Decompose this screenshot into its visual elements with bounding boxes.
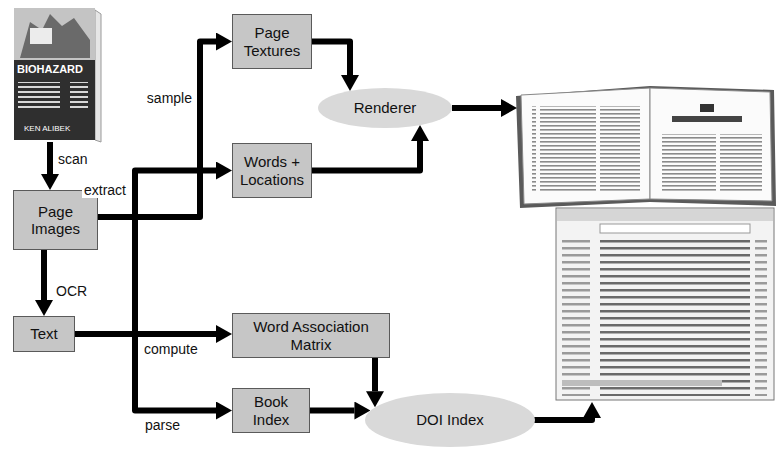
node-label: Word Association Matrix (237, 318, 385, 353)
edge-label: OCR (54, 283, 89, 299)
flow-arrow (75, 334, 216, 411)
rendered-book (516, 86, 776, 208)
index-output-arrow (528, 418, 592, 420)
edge-label: parse (143, 417, 182, 433)
book-cover (14, 8, 101, 142)
render-output-arrow (452, 105, 501, 111)
cover-photo (14, 8, 95, 60)
flow-arrow (41, 250, 47, 300)
process-ellipse: Renderer (318, 88, 452, 128)
cover-figure (20, 14, 90, 58)
flow-arrow (312, 42, 350, 75)
data-box: Words + Locations (232, 143, 312, 198)
window-toolbar (557, 209, 773, 221)
book-left-page (521, 88, 650, 204)
flow-arrow (310, 408, 354, 414)
node-label: Page Images (18, 203, 93, 238)
node-label: Book Index (237, 393, 305, 428)
window-frame (556, 208, 774, 400)
data-box: Book Index (232, 388, 310, 433)
edge-label: compute (142, 341, 200, 357)
index-screenshot (556, 208, 774, 400)
static-arrows (50, 108, 592, 420)
flow-arrow (372, 358, 378, 391)
cover-figure (30, 28, 52, 44)
node-label: Text (18, 325, 70, 342)
flow-arrow (75, 171, 216, 335)
node-label: Words + Locations (237, 153, 307, 188)
book-edge (95, 10, 101, 142)
search-field (600, 224, 750, 233)
data-box: Word Association Matrix (232, 313, 390, 358)
cover-text-lines (18, 82, 88, 110)
cover-ground (14, 8, 95, 140)
cover-author: KEN ALIBEK (24, 124, 70, 133)
step-label: scan (58, 151, 88, 167)
page-text-lines (532, 106, 640, 192)
node-label: Renderer (322, 99, 448, 116)
page-text-lines (662, 134, 762, 192)
book-right-page (650, 88, 772, 201)
process-ellipse: DOI Index (365, 393, 535, 447)
node-label: Page Textures (237, 24, 307, 59)
data-box: Page Images (13, 190, 98, 250)
scan-arrow (47, 142, 53, 174)
flow-arrow (312, 141, 420, 170)
chapter-title-mark (672, 116, 742, 122)
highlighted-entry (562, 380, 722, 386)
cover-title: BIOHAZARD (17, 63, 83, 76)
chapter-number-mark (700, 104, 714, 112)
node-label: DOI Index (369, 411, 531, 428)
ellipse-shape (318, 88, 452, 128)
edge-label: sample (145, 90, 194, 106)
book-shadow (516, 86, 776, 208)
edge-label: extract (82, 182, 128, 198)
data-box: Text (13, 316, 75, 352)
ellipse-shape (365, 393, 535, 447)
data-box: Page Textures (232, 14, 312, 69)
index-entries (562, 238, 767, 396)
